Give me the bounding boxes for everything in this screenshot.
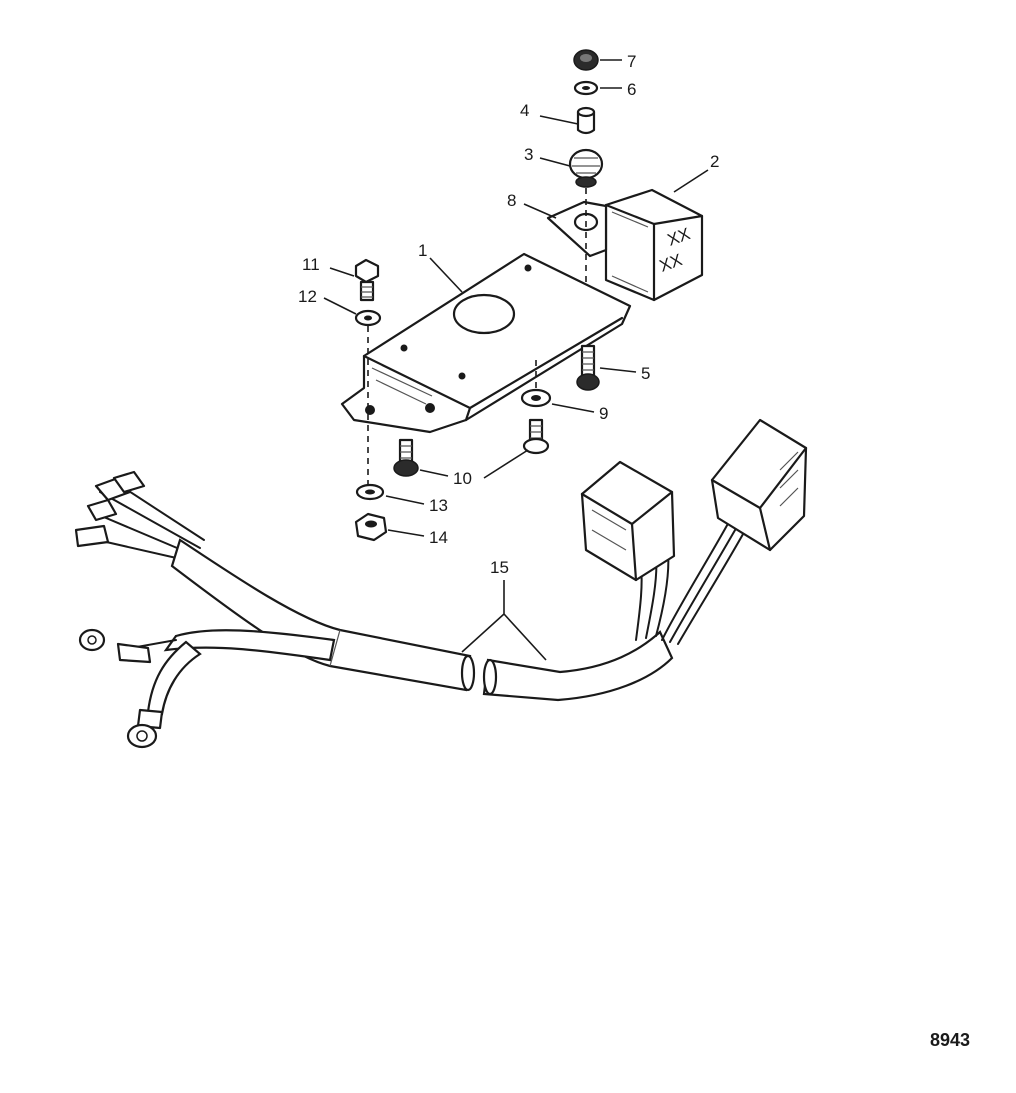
callout-9: 9 (599, 404, 608, 423)
part-12-washer (354, 309, 382, 327)
callout-3: 3 (524, 145, 533, 164)
callout-5: 5 (641, 364, 650, 383)
part-15-wiring-harness (74, 418, 808, 749)
part-3-grommet (568, 148, 604, 188)
callout-numbers: 7 6 4 3 2 8 1 11 12 5 9 10 13 14 15 (298, 52, 719, 577)
part-4-sleeve (576, 106, 596, 135)
leader-lines (323, 59, 709, 661)
figure-number: 8943 (930, 1030, 970, 1050)
callout-12: 12 (298, 287, 317, 306)
callout-4: 4 (520, 101, 529, 120)
part-7-nut (573, 49, 599, 71)
callout-7: 7 (627, 52, 636, 71)
callout-1: 1 (418, 241, 427, 260)
part-14-nut (354, 512, 388, 542)
callout-2: 2 (710, 152, 719, 171)
callout-8: 8 (507, 191, 516, 210)
callout-11: 11 (302, 255, 320, 274)
callout-6: 6 (627, 80, 636, 99)
part-10-screw-a (393, 438, 419, 477)
part-2-relay: XX XX (604, 188, 704, 302)
part-11-bolt (354, 258, 380, 302)
part-1-mounting-plate (340, 252, 632, 434)
part-8-bracket-tab (546, 200, 608, 258)
part-13-washer (355, 483, 385, 501)
part-9-washer (520, 388, 552, 408)
part-10-screw-b (522, 418, 550, 455)
callout-10: 10 (453, 469, 472, 488)
part-5-screw (576, 344, 600, 391)
callout-15: 15 (490, 558, 509, 577)
callout-14: 14 (429, 528, 448, 547)
callout-13: 13 (429, 496, 448, 515)
part-6-washer (573, 80, 599, 96)
